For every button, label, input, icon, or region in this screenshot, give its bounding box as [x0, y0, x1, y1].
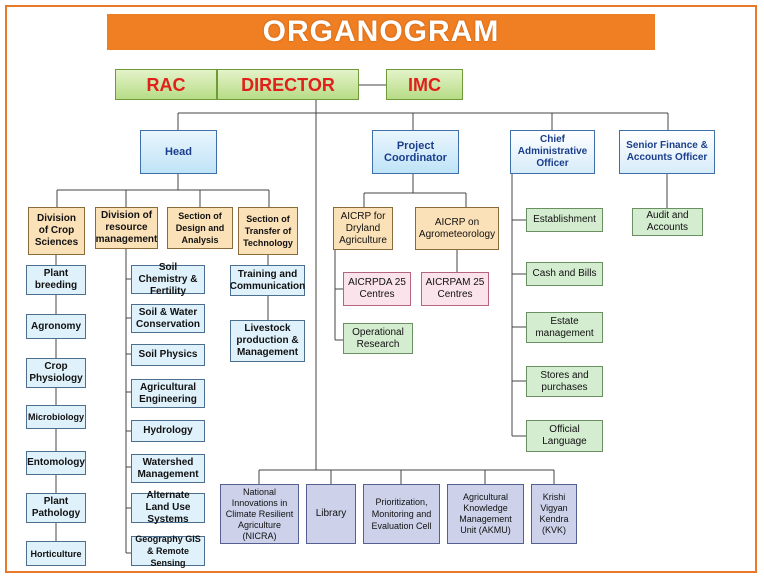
- unit-nicra: National Innovations in Climate Resilien…: [220, 484, 299, 544]
- senior-finance-accounts-officer-box: Senior Finance & Accounts Officer: [619, 130, 715, 174]
- unit-entomology: Entomology: [26, 451, 86, 475]
- aicrp-dryland: AICRP for Dryland Agriculture: [333, 207, 393, 250]
- finance-audit-accounts: Audit and Accounts: [632, 208, 703, 236]
- admin-official-language: Official Language: [526, 420, 603, 452]
- imc-box: IMC: [386, 69, 463, 100]
- unit-geography-gis: Geography GIS & Remote Sensing: [131, 534, 205, 568]
- unit-watershed-management: Watershed Management: [131, 454, 205, 483]
- rac-box: RAC: [115, 69, 217, 100]
- unit-livestock-production: Livestock production & Management: [230, 320, 305, 362]
- division-resource-management: Division of resource management: [95, 207, 158, 249]
- operational-research: Operational Research: [343, 323, 413, 354]
- section-design-analysis: Section of Design and Analysis: [167, 207, 233, 249]
- division-crop-sciences: Division of Crop Sciences: [28, 207, 85, 255]
- unit-crop-physiology: Crop Physiology: [26, 358, 86, 388]
- page-frame: [5, 5, 757, 573]
- admin-cash-bills: Cash and Bills: [526, 262, 603, 286]
- unit-library: Library: [306, 484, 356, 544]
- unit-plant-pathology: Plant Pathology: [26, 493, 86, 523]
- unit-soil-water-conservation: Soil & Water Conservation: [131, 304, 205, 333]
- unit-training-communication: Training and Communication: [230, 265, 305, 296]
- unit-microbiology: Microbiology: [26, 405, 86, 429]
- unit-akmu: Agricultural Knowledge Management Unit (…: [447, 484, 524, 544]
- unit-kvk: Krishi Vigyan Kendra (KVK): [531, 484, 577, 544]
- admin-establishment: Establishment: [526, 208, 603, 232]
- page-title: ORGANOGRAM: [107, 14, 655, 50]
- admin-estate-management: Estate management: [526, 312, 603, 343]
- unit-soil-chemistry: Soil Chemistry & Fertility: [131, 262, 205, 297]
- section-transfer-technology: Section of Transfer of Technology: [238, 207, 298, 255]
- unit-agronomy: Agronomy: [26, 314, 86, 339]
- director-box: DIRECTOR: [217, 69, 359, 100]
- head-box: Head: [140, 130, 217, 174]
- aicrpda-centres: AICRPDA 25 Centres: [343, 272, 411, 306]
- unit-plant-breeding: Plant breeding: [26, 265, 86, 295]
- project-coordinator-box: Project Coordinator: [372, 130, 459, 174]
- aicrp-agrometeorology: AICRP on Agrometeorology: [415, 207, 499, 250]
- aicrpam-centres: AICRPAM 25 Centres: [421, 272, 489, 306]
- chief-administrative-officer-box: Chief Administrative Officer: [510, 130, 595, 174]
- unit-agricultural-engineering: Agricultural Engineering: [131, 379, 205, 408]
- unit-alternate-land-use: Alternate Land Use Systems: [131, 490, 205, 525]
- unit-soil-physics: Soil Physics: [131, 344, 205, 366]
- admin-stores-purchases: Stores and purchases: [526, 366, 603, 397]
- unit-horticulture: Horticulture: [26, 541, 86, 566]
- unit-pme-cell: Prioritization, Monitoring and Evaluatio…: [363, 484, 440, 544]
- unit-hydrology: Hydrology: [131, 420, 205, 442]
